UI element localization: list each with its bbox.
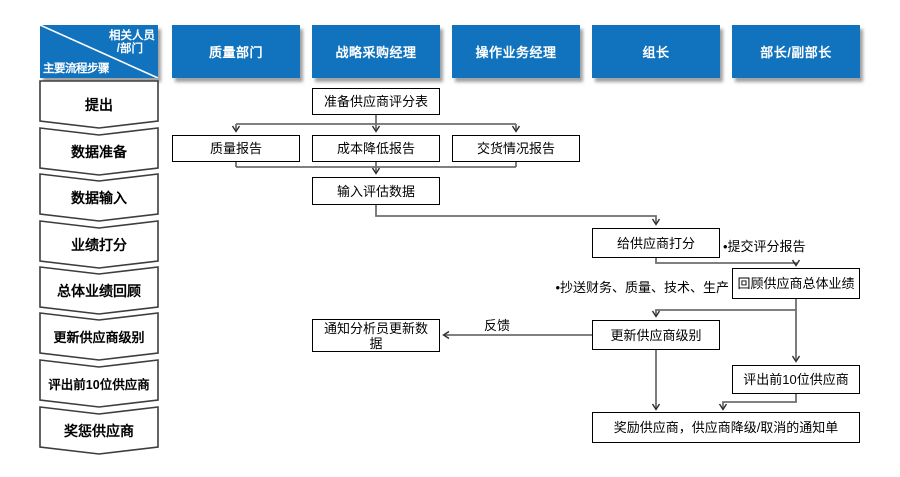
flow-box-reward-downgrade-notice: 奖励供应商，供应商降级/取消的通知单 [592, 412, 860, 443]
flow-box-delivery-report: 交货情况报告 [452, 135, 580, 162]
corner-diagonal-line [40, 25, 158, 78]
flow-box-score-suppliers: 给供应商打分 [592, 228, 720, 258]
chevron-shape [39, 173, 159, 222]
column-header-operations-manager: 操作业务经理 [452, 25, 580, 78]
step-chevron-overall-performance-review: 总体业绩回顾 [39, 266, 159, 315]
chevron-shape [39, 127, 159, 176]
column-header-minister-deputy: 部长/副部长 [732, 25, 860, 78]
step-chevron-propose: 提出 [39, 80, 159, 129]
step-label: 数据准备 [71, 143, 127, 160]
step-chevron-select-top10-suppliers: 评出前10位供应商 [39, 359, 159, 408]
flow-box-input-evaluation-data: 输入评估数据 [312, 177, 440, 205]
step-chevron-data-preparation: 数据准备 [39, 127, 159, 176]
corner-label-main-process-steps: 主要流程步骤 [43, 63, 110, 75]
step-label: 更新供应商级别 [53, 330, 145, 345]
flow-box-quality-report: 质量报告 [172, 135, 300, 162]
chevron-shape [39, 406, 159, 455]
column-header-group-leader: 组长 [592, 25, 720, 78]
chevron-shape [39, 359, 159, 408]
chevron-shape [39, 220, 159, 269]
step-chevron-data-input: 数据输入 [39, 173, 159, 222]
chevron-shape [39, 266, 159, 315]
step-chevron-performance-scoring: 业绩打分 [39, 220, 159, 269]
column-header-quality-department: 质量部门 [172, 25, 300, 78]
step-label: 总体业绩回顾 [57, 282, 141, 299]
corner-header-cell: 相关人员 /部门 主要流程步骤 [40, 25, 158, 78]
annotation-feedback-label: 反馈 [483, 318, 510, 333]
step-chevron-update-supplier-level: 更新供应商级别 [39, 312, 159, 361]
corner-label-department: /部门 [116, 43, 143, 55]
corner-label-related-people: 相关人员 [109, 30, 155, 42]
column-header-strategic-sourcing-manager: 战略采购经理 [312, 25, 440, 78]
annotation-cc-departments: •抄送财务、质量、技术、生产 [555, 280, 729, 295]
flow-box-cost-reduction-report: 成本降低报告 [312, 135, 440, 162]
flow-box-notify-analyst-update-data: 通知分析员更新数据 [312, 319, 440, 352]
step-label: 奖惩供应商 [64, 422, 134, 439]
step-label: 提出 [85, 96, 113, 113]
chevron-shape [39, 80, 159, 129]
step-chevron-reward-punish-suppliers: 奖惩供应商 [39, 406, 159, 455]
flow-box-update-supplier-level: 更新供应商级别 [592, 320, 720, 350]
flow-box-prepare-scoring-form: 准备供应商评分表 [312, 88, 440, 115]
step-label: 业绩打分 [71, 236, 127, 253]
step-label: 评出前10位供应商 [48, 378, 150, 392]
annotation-submit-scoring-report: •提交评分报告 [723, 239, 806, 254]
flow-box-review-overall-performance: 回顾供应商总体业绩 [732, 268, 860, 299]
step-label: 数据输入 [71, 189, 127, 206]
flow-box-select-top10: 评出前10位供应商 [732, 365, 860, 394]
chevron-shape [39, 312, 159, 361]
